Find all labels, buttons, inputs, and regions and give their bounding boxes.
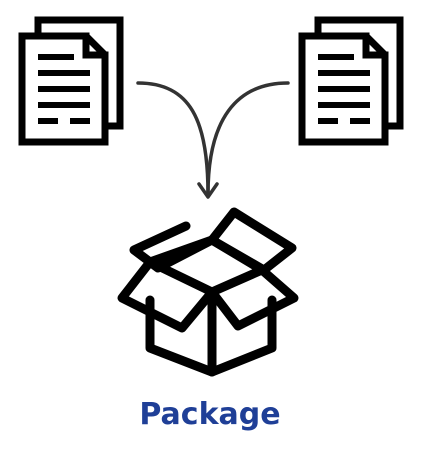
right-arrow-curve [206, 81, 290, 196]
right-document-icon [298, 16, 404, 146]
left-document-icon [18, 16, 124, 146]
merge-arrow-icon [136, 81, 290, 199]
open-box-icon [117, 207, 299, 377]
left-arrow-curve [136, 81, 210, 196]
arrow-head [197, 182, 219, 199]
package-label: Package [139, 397, 280, 432]
